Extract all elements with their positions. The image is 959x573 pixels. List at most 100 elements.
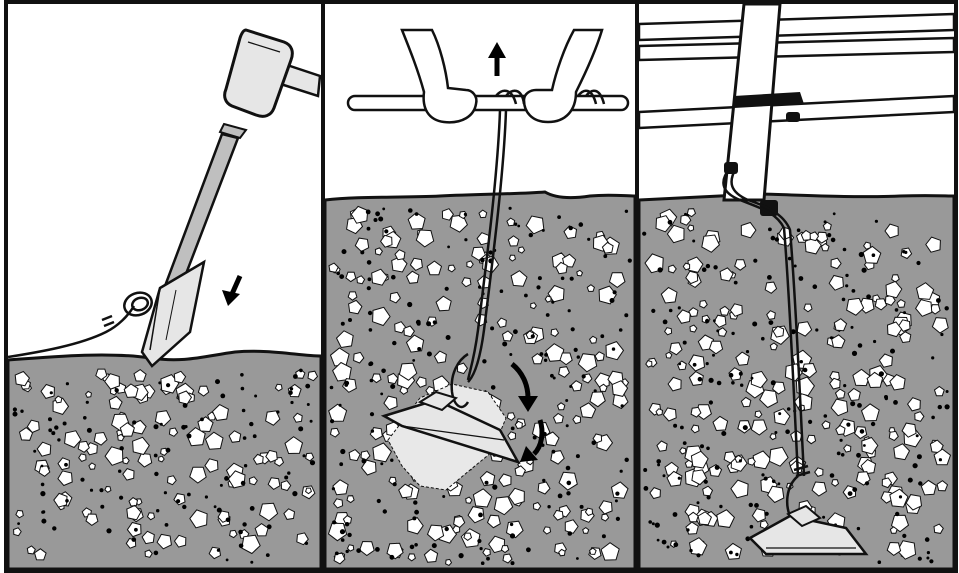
soil-rock xyxy=(173,534,187,548)
hands-pulling xyxy=(400,28,604,124)
soil-rock xyxy=(544,295,552,303)
soil-pebble xyxy=(568,225,573,231)
soil-rock xyxy=(559,352,573,366)
soil-rock xyxy=(26,545,36,555)
soil-pebble xyxy=(414,543,418,547)
soil-pebble xyxy=(530,334,535,339)
soil-pebble xyxy=(408,208,413,213)
soil-pebble xyxy=(680,425,684,430)
soil-pebble xyxy=(336,271,341,276)
soil-pebble xyxy=(347,532,352,538)
soil-rock xyxy=(702,485,714,497)
soil-rock xyxy=(649,487,661,500)
soil-rock xyxy=(754,410,763,419)
soil-pebble xyxy=(412,516,417,521)
soil-rock xyxy=(472,488,493,508)
soil-pebble xyxy=(768,320,774,325)
soil-pebble xyxy=(367,277,372,282)
soil-rock xyxy=(507,431,517,441)
soil-pebble xyxy=(786,407,791,411)
soil-rock xyxy=(514,465,527,477)
soil-pebble xyxy=(836,451,841,456)
soil-rock xyxy=(729,303,743,317)
soil-pebble xyxy=(705,318,710,324)
soil-pebble xyxy=(611,347,616,351)
soil-rock xyxy=(691,469,708,486)
soil-rock xyxy=(85,513,99,527)
soil-pebble xyxy=(41,510,46,514)
soil-pebble xyxy=(931,356,935,360)
soil-rock xyxy=(506,217,516,227)
soil-pebble xyxy=(479,547,483,551)
soil-pebble xyxy=(557,493,563,499)
soil-rock xyxy=(933,385,945,397)
soil-pebble xyxy=(700,444,704,449)
soil-rock xyxy=(759,389,778,409)
anchor-cable xyxy=(8,291,153,359)
soil-pebble xyxy=(863,444,866,447)
soil-rock xyxy=(453,515,466,529)
soil-pebble xyxy=(340,321,345,326)
soil-rock xyxy=(33,548,47,561)
soil-pebble xyxy=(871,253,876,257)
soil-pebble xyxy=(735,552,739,557)
soil-rock xyxy=(265,410,281,426)
soil-pebble xyxy=(839,438,843,442)
arrow-head xyxy=(488,42,506,58)
soil-rock xyxy=(471,246,486,261)
soil-rock xyxy=(133,368,147,382)
soil-rock xyxy=(769,342,778,351)
soil-pebble xyxy=(708,377,714,383)
soil-rock xyxy=(656,440,668,452)
soil-rock xyxy=(398,362,418,381)
soil-rock xyxy=(189,509,208,529)
soil-rock xyxy=(759,520,769,530)
soil-pebble xyxy=(289,387,294,391)
soil-rock xyxy=(335,330,354,349)
soil-pebble xyxy=(565,465,571,471)
soil-rock xyxy=(861,436,879,455)
soil-pebble xyxy=(764,511,769,516)
soil-pebble xyxy=(345,549,349,554)
soil-pebble xyxy=(298,426,304,432)
soil-pebble xyxy=(182,403,188,408)
soil-pebble xyxy=(131,537,137,542)
soil-pebble xyxy=(249,506,255,511)
soil-pebble xyxy=(850,401,856,407)
soil-rock xyxy=(38,465,51,477)
soil-pebble xyxy=(713,265,718,270)
soil-rock xyxy=(374,247,384,256)
soil-rock xyxy=(896,298,906,308)
soil-pebble xyxy=(375,547,380,552)
soil-rock xyxy=(348,448,361,462)
soil-pebble xyxy=(444,526,449,532)
soil-rock xyxy=(886,541,902,557)
soil-pebble xyxy=(601,534,606,539)
soil-rock xyxy=(888,430,899,442)
soil-rock xyxy=(426,260,443,276)
soil-pebble xyxy=(463,212,467,216)
soil-rock xyxy=(697,334,715,351)
soil-pebble xyxy=(761,336,765,341)
soil-pebble xyxy=(302,454,306,458)
soil-rock xyxy=(26,419,40,434)
soil-pebble xyxy=(706,446,710,451)
soil-pebble xyxy=(83,416,87,420)
soil-rock xyxy=(547,284,565,303)
soil-pebble xyxy=(673,542,679,548)
soil-pebble xyxy=(754,503,759,508)
soil-pebble xyxy=(48,428,53,433)
soil-pebble xyxy=(703,479,708,484)
soil-pebble xyxy=(742,425,748,431)
soil-rock xyxy=(265,449,278,463)
soil-pebble xyxy=(902,250,906,254)
soil-pebble xyxy=(380,462,384,466)
rotate-arrow-icon xyxy=(532,419,545,456)
soil-pebble xyxy=(369,412,375,417)
soil-pebble xyxy=(543,358,548,362)
soil-rock xyxy=(132,436,150,456)
soil-rock xyxy=(372,306,391,327)
soil-pebble xyxy=(944,306,949,311)
soil-pebble xyxy=(697,376,703,382)
soil-rock xyxy=(467,506,485,524)
